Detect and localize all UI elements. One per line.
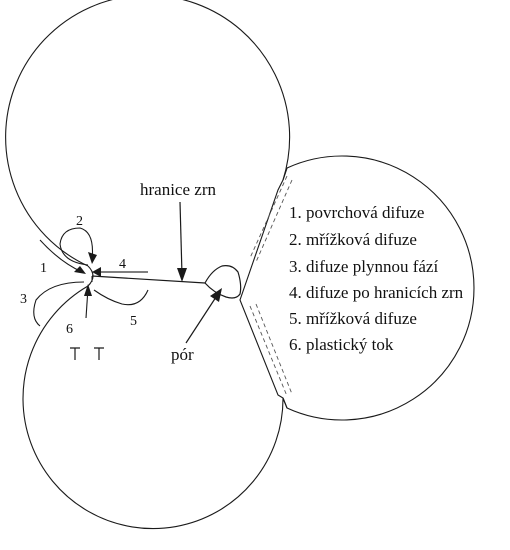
contact-dashes	[249, 175, 293, 397]
mechanism-number-3: 3	[20, 292, 27, 307]
mechanism-number-5: 5	[130, 314, 137, 329]
mechanism-number-1: 1	[40, 261, 47, 276]
legend-item-2: 2. mřížková difuze	[289, 230, 417, 249]
mechanism-number-4: 4	[119, 257, 126, 272]
mechanism-2-arrow	[59, 227, 94, 266]
bottom-grain	[22, 285, 288, 530]
legend-item-4: 4. difuze po hranicích zrn	[289, 283, 464, 302]
mechanism-arrows	[33, 227, 149, 327]
legend-item-6: 6. plastický tok	[289, 335, 394, 354]
dislocation-symbols	[70, 347, 104, 360]
legend: 1. povrchová difuze 2. mřížková difuze 3…	[289, 203, 464, 354]
grain-boundary-arrowhead	[177, 268, 187, 282]
pore-shape	[204, 265, 242, 299]
mechanism-number-2: 2	[76, 214, 83, 229]
grain-boundary-line	[91, 275, 206, 284]
legend-item-5: 5. mřížková difuze	[289, 309, 417, 328]
legend-item-1: 1. povrchová difuze	[289, 203, 424, 222]
pore-label: pór	[171, 345, 194, 364]
top-grain	[5, 0, 291, 267]
mechanism-5-arrow	[93, 289, 149, 306]
mechanism-number-6: 6	[66, 322, 73, 337]
mechanism-3-arrow	[33, 281, 85, 327]
right-grain	[239, 155, 475, 421]
grain-boundary-label: hranice zrn	[140, 180, 216, 199]
pore-arrow	[185, 293, 219, 344]
legend-item-3: 3. difuze plynnou fází	[289, 257, 438, 276]
grain-particles	[5, 0, 475, 530]
pore-arrowhead	[210, 288, 222, 302]
mechanism-arrowheads	[74, 252, 101, 296]
grain-boundary-arrow	[179, 201, 183, 276]
